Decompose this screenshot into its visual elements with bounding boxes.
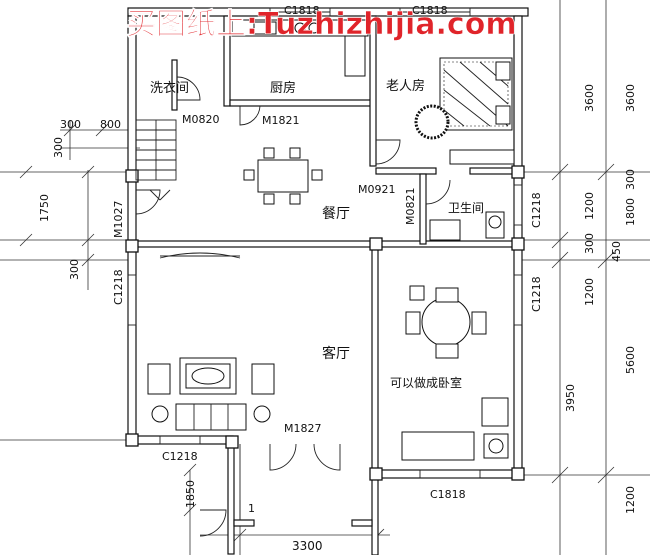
right-inner-dimensions: 3600 1200 300 1200 3950 — [564, 84, 596, 412]
bottom-dimensions: 3300 — [292, 539, 323, 553]
code-c1818-top-a: C1818 — [284, 4, 320, 17]
dim-r1200: 1200 — [583, 192, 596, 220]
dim-1: 1 — [248, 502, 255, 515]
dim-o3600: 3600 — [624, 84, 637, 112]
doors — [135, 76, 451, 537]
code-m0820: M0820 — [182, 113, 220, 126]
windows — [127, 7, 523, 479]
dim-1750: 1750 — [38, 194, 51, 222]
laundry-label: 洗衣间 — [150, 80, 189, 96]
code-m1821: M1821 — [262, 114, 300, 127]
code-c1218-right-b: C1218 — [530, 276, 543, 312]
left-dimensions: 300 800 300 1750 300 1850 1 — [38, 118, 255, 515]
right-outer-dimensions: 3600 1800 300 450 5600 1200 — [610, 84, 637, 514]
dim-r300: 300 — [583, 233, 596, 254]
right-dimension-lines — [520, 0, 650, 555]
left-dimension-lines — [0, 120, 197, 555]
dim-300-b: 300 — [52, 137, 65, 158]
dim-r1200b: 1200 — [583, 278, 596, 306]
elder-room-label: 老人房 — [386, 78, 425, 94]
dim-o450: 450 — [610, 241, 623, 262]
code-m1027: M1027 — [112, 201, 125, 239]
code-c1218-bottom: C1218 — [162, 450, 198, 463]
code-c1818-top-b: C1818 — [412, 4, 448, 17]
right-room-furniture — [401, 285, 509, 461]
dim-o1800: 1800 — [624, 198, 637, 226]
kitchen-fixtures — [231, 19, 369, 77]
code-c1218-left: C1218 — [112, 269, 125, 305]
dining-label: 餐厅 — [322, 206, 350, 222]
dim-o1200: 1200 — [624, 486, 637, 514]
dim-300-c: 300 — [68, 259, 81, 280]
staircase — [135, 119, 177, 201]
living-room-sofa-set — [147, 357, 275, 431]
dim-r3600: 3600 — [583, 84, 596, 112]
bathroom-fixtures — [429, 211, 505, 241]
dining-table-set — [243, 147, 323, 205]
opening-codes: C1818 C1818 M0820 M1821 M0921 M0821 M102… — [112, 4, 543, 501]
dim-800: 800 — [100, 118, 121, 131]
bathroom-label: 卫生间 — [448, 201, 484, 215]
elder-room-bed — [414, 57, 515, 165]
code-m1827: M1827 — [284, 422, 322, 435]
dim-300-a: 300 — [60, 118, 81, 131]
dim-o300: 300 — [624, 169, 637, 190]
dim-o5600: 5600 — [624, 346, 637, 374]
bedroom-note-label: 可以做成卧室 — [390, 375, 462, 390]
dim-1850: 1850 — [184, 480, 197, 508]
code-m0921: M0921 — [358, 183, 396, 196]
code-c1218-right-a: C1218 — [530, 192, 543, 228]
living-label: 客厅 — [322, 345, 350, 362]
kitchen-label: 厨房 — [270, 80, 296, 96]
dim-r3950: 3950 — [564, 384, 577, 412]
watermark-text: 买图纸上:Tuzhizhijia.com — [126, 7, 517, 42]
code-m0821: M0821 — [404, 188, 417, 226]
columns — [125, 165, 525, 481]
code-c1818-bottom: C1818 — [430, 488, 466, 501]
dim-b3300: 3300 — [292, 539, 323, 553]
room-labels: 洗衣间 厨房 老人房 餐厅 卫生间 客厅 可以做成卧室 — [150, 78, 484, 390]
